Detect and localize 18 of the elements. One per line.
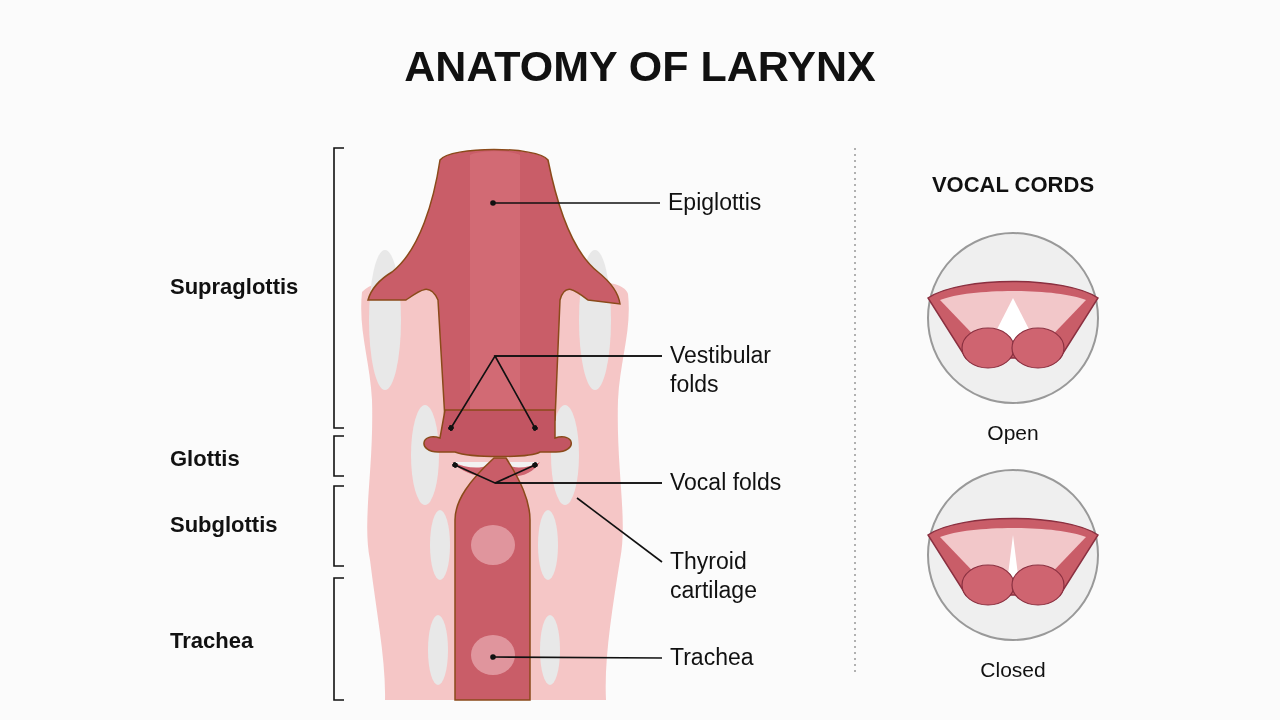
state-caption: Open xyxy=(986,420,1040,446)
title: ANATOMY OF LARYNX xyxy=(403,41,877,92)
leader-line xyxy=(493,355,663,431)
part-label: Thyroid cartilage xyxy=(670,547,820,605)
region-label: Supraglottis xyxy=(170,273,299,301)
state-caption: Closed xyxy=(979,657,1047,683)
section-heading: VOCAL CORDS xyxy=(930,171,1096,199)
part-label: Epiglottis xyxy=(668,188,818,217)
part-label: Vocal folds xyxy=(670,468,820,497)
leader-line xyxy=(490,654,663,660)
region-label: Glottis xyxy=(170,445,240,473)
part-label: Trachea xyxy=(670,643,820,672)
part-label: Vestibular folds xyxy=(670,341,820,399)
region-label: Trachea xyxy=(170,627,254,655)
region-label: Subglottis xyxy=(170,511,278,539)
leader-line xyxy=(494,462,663,484)
leader-line xyxy=(490,200,661,206)
leader-line xyxy=(576,497,663,563)
